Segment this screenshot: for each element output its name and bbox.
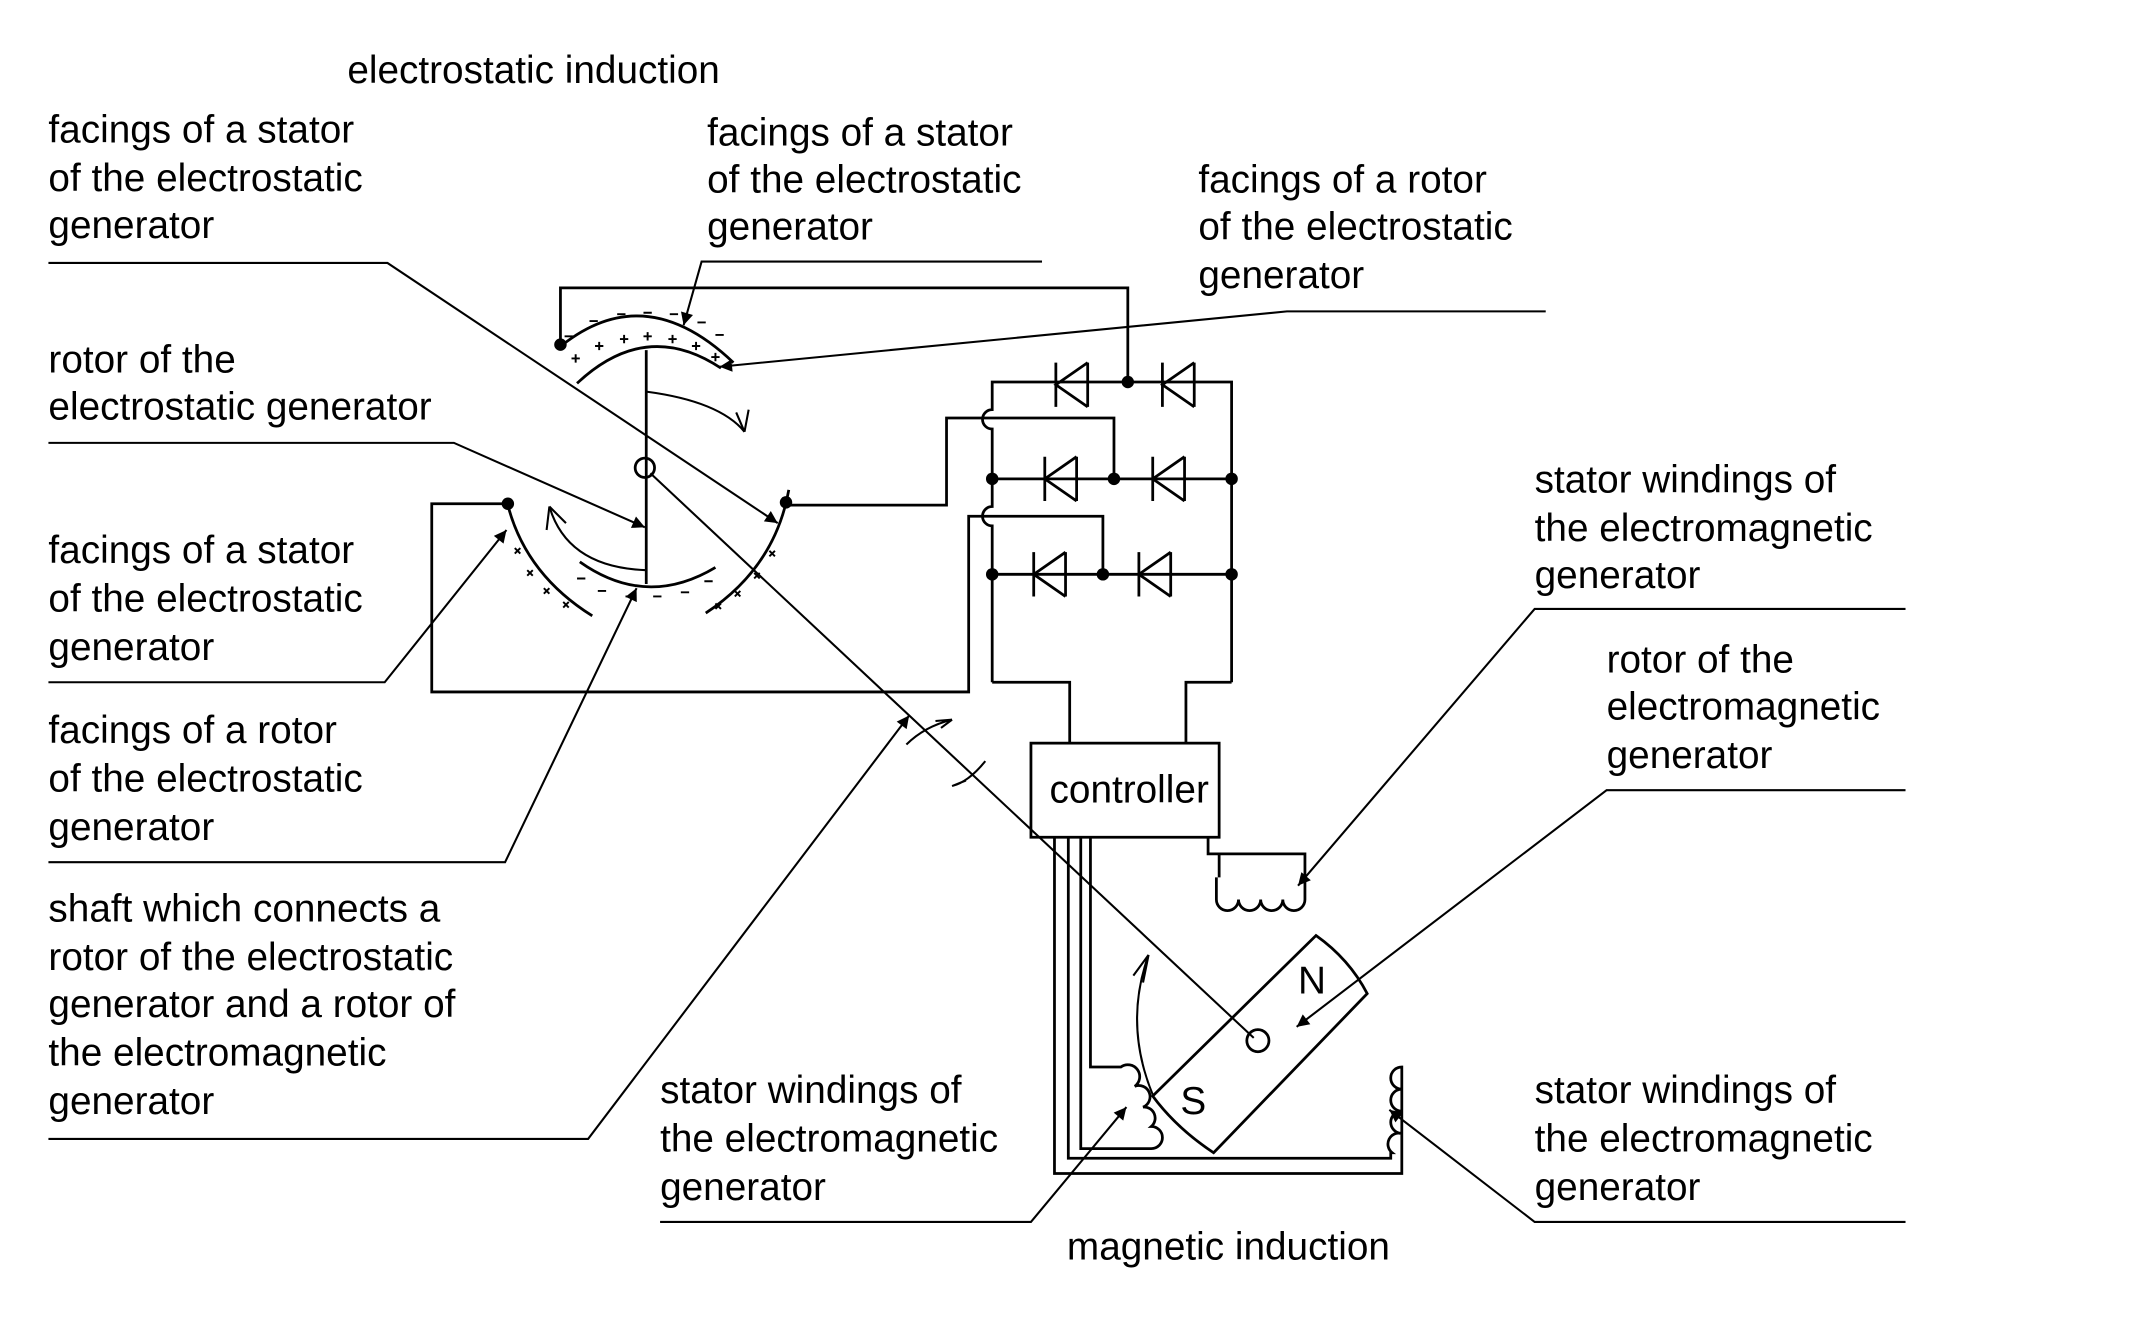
svg-text:generator and a rotor of: generator and a rotor of: [48, 983, 455, 1026]
svg-text:electrostatic generator: electrostatic generator: [48, 385, 431, 428]
svg-text:generator: generator: [1607, 734, 1773, 777]
label-em-rotor: rotor of the electromagnetic generator: [1296, 639, 1906, 1028]
shaft-rotation-mark: [905, 718, 953, 746]
svg-text:of the electrostatic: of the electrostatic: [48, 578, 362, 621]
svg-text:stator windings of: stator windings of: [1535, 1069, 1837, 1112]
label-em-stator-right-top: stator windings of the electromagnetic g…: [1297, 459, 1906, 887]
svg-text:generator: generator: [660, 1166, 826, 1209]
svg-text:rotor of the electrostatic: rotor of the electrostatic: [48, 936, 453, 979]
svg-text:facings of a rotor: facings of a rotor: [48, 709, 337, 752]
cross-charges-left: [514, 547, 570, 609]
label-shaft: shaft which connects a rotor of the elec…: [48, 714, 910, 1140]
rectifier-bridge: [430, 286, 1238, 744]
magnetic-induction-title: magnetic induction: [1067, 1225, 1390, 1268]
em-rotation-arrow: [1132, 954, 1154, 1096]
svg-text:the electromagnetic: the electromagnetic: [48, 1032, 386, 1075]
svg-text:of the electrostatic: of the electrostatic: [707, 158, 1021, 201]
svg-text:generator: generator: [1535, 1166, 1701, 1209]
em-shaft-hub: [1245, 1028, 1271, 1054]
svg-text:generator: generator: [48, 204, 214, 247]
positive-charges-top: [571, 332, 720, 363]
stator-facing-bottom-right: [704, 489, 791, 615]
svg-text:rotor of the: rotor of the: [1607, 639, 1794, 682]
label-stator-facing-left: facings of a stator of the electrostatic…: [48, 529, 508, 684]
stator-facing-bottom-left: [506, 504, 594, 618]
svg-text:the electromagnetic: the electromagnetic: [660, 1117, 998, 1160]
svg-text:the electromagnetic: the electromagnetic: [1535, 507, 1873, 550]
north-pole-label: N: [1298, 960, 1326, 1003]
negative-charges-bottom: [577, 577, 713, 598]
svg-text:the electromagnetic: the electromagnetic: [1535, 1117, 1873, 1160]
charge-signs: [514, 311, 776, 610]
svg-text:generator: generator: [48, 626, 214, 669]
svg-text:generator: generator: [48, 1080, 214, 1123]
svg-text:facings of a stator: facings of a stator: [48, 109, 354, 152]
south-pole-label: S: [1180, 1080, 1206, 1123]
magnet-rotor: [1150, 933, 1369, 1155]
label-em-stator-right-bottom: stator windings of the electromagnetic g…: [1388, 1069, 1906, 1223]
electrostatic-induction-title: electrostatic induction: [347, 49, 719, 92]
label-em-stator-mid: stator windings of the electromagnetic g…: [660, 1069, 1128, 1223]
shaft-line: [649, 472, 1255, 1039]
svg-text:of the electrostatic: of the electrostatic: [48, 157, 362, 200]
controller-label: controller: [1050, 769, 1209, 812]
es-shaft-hub: [633, 456, 656, 479]
diode-icons: [1031, 361, 1196, 598]
svg-text:generator: generator: [1198, 254, 1364, 297]
cross-charges-right: [714, 550, 776, 610]
winding-top: [1214, 852, 1307, 912]
svg-text:stator windings of: stator windings of: [1535, 459, 1837, 502]
svg-text:of the electrostatic: of the electrostatic: [1198, 205, 1512, 248]
svg-text:facings of a stator: facings of a stator: [707, 111, 1013, 154]
label-stator-facing-top-mid: facings of a stator of the electrostatic…: [681, 111, 1043, 326]
rotation-arrow-left: [548, 506, 647, 572]
svg-text:of the electrostatic: of the electrostatic: [48, 758, 362, 801]
svg-text:shaft which connects a: shaft which connects a: [48, 888, 440, 931]
svg-text:generator: generator: [48, 806, 214, 849]
svg-text:facings of a rotor: facings of a rotor: [1198, 158, 1487, 201]
svg-text:generator: generator: [707, 205, 873, 248]
svg-text:generator: generator: [1535, 554, 1701, 597]
svg-text:stator windings of: stator windings of: [660, 1069, 962, 1112]
rotor-facing-bottom: [579, 560, 717, 589]
svg-text:electromagnetic: electromagnetic: [1607, 686, 1880, 729]
controller-box: controller: [1029, 741, 1221, 839]
stator-facing-top: [556, 314, 735, 364]
label-rotor-facing-left: facings of a rotor of the electrostatic …: [48, 587, 638, 864]
rotation-arrow-top: [646, 390, 746, 433]
label-es-rotor: rotor of the electrostatic generator: [48, 338, 646, 529]
rotor-facing-top: [576, 345, 722, 385]
label-stator-facing-top-left: facings of a stator of the electrostatic…: [48, 109, 779, 524]
label-rotor-facing-top-right: facings of a rotor of the electrostatic …: [719, 158, 1546, 372]
electrostatic-generator: [501, 311, 793, 618]
electromagnetic-generator: N S: [1053, 837, 1404, 1175]
svg-text:rotor of the: rotor of the: [48, 338, 235, 381]
svg-text:facings of a stator: facings of a stator: [48, 529, 354, 572]
winding-left: [1079, 837, 1164, 1150]
negative-charges-top: [564, 311, 724, 338]
